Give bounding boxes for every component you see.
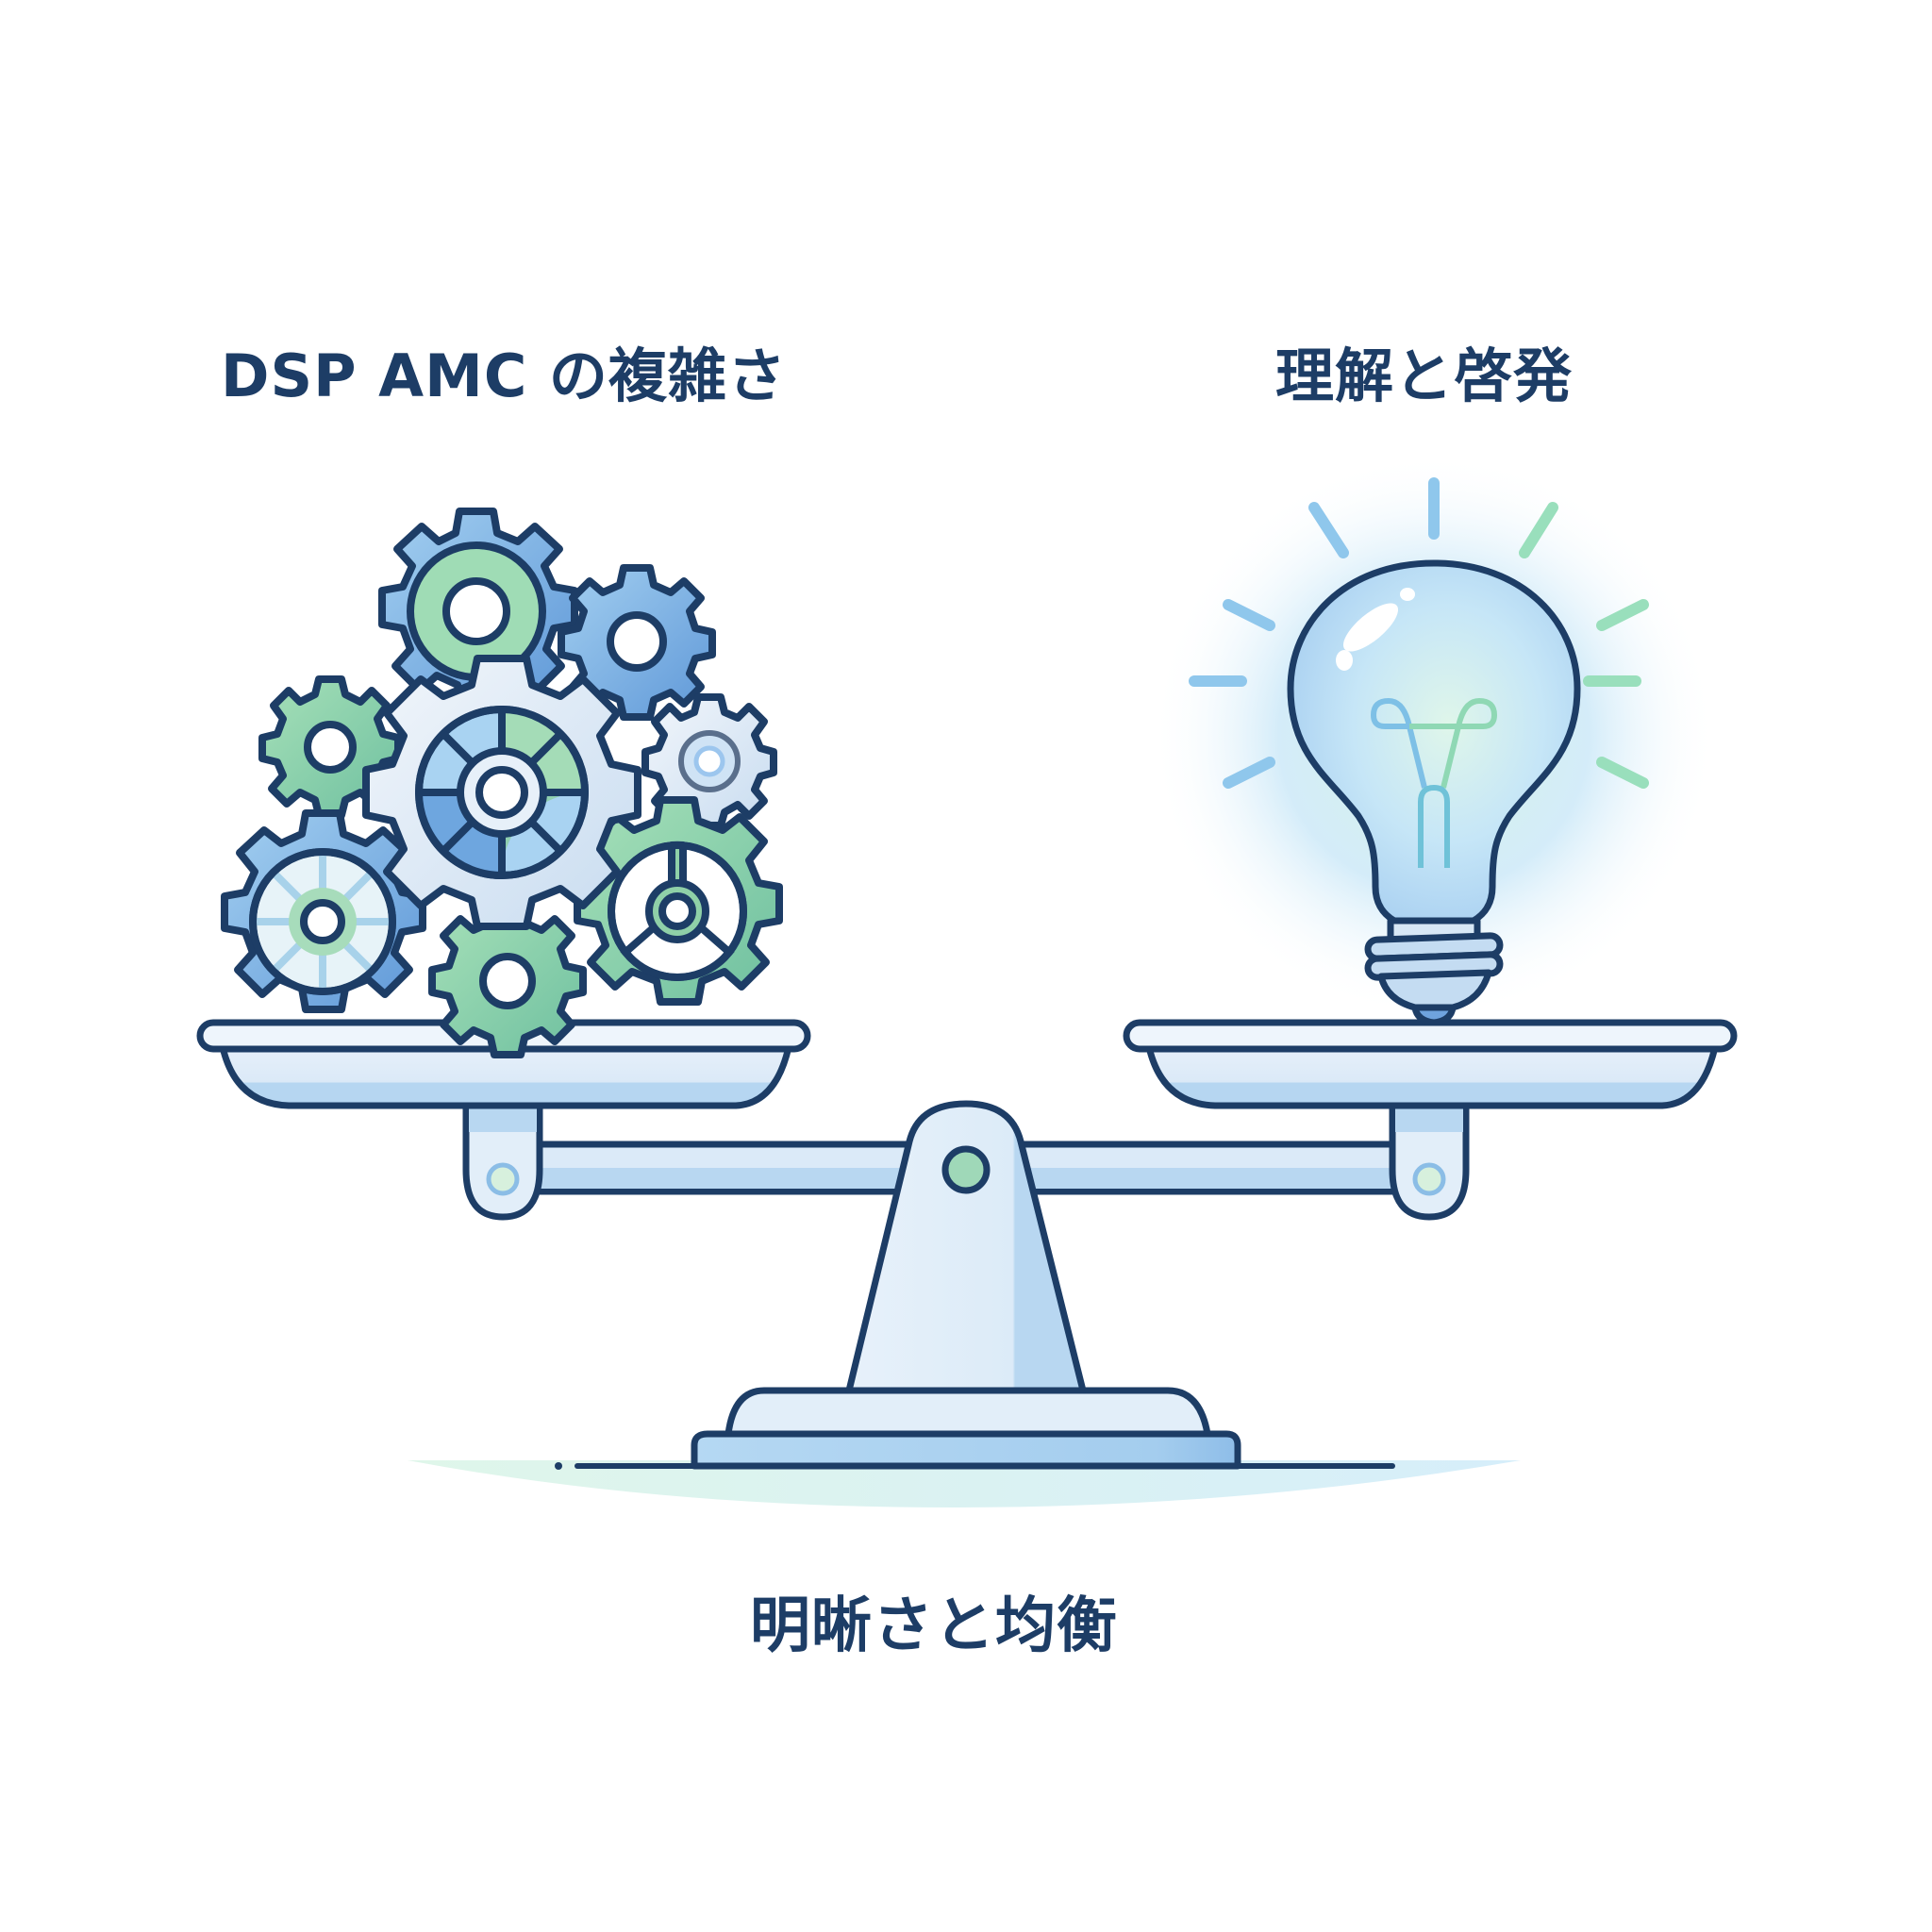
left-hanger — [462, 1100, 543, 1221]
gear-icon — [362, 655, 641, 930]
light-bulb-icon — [1287, 559, 1581, 1026]
ray-icon — [1596, 757, 1649, 789]
right-hanger — [1389, 1100, 1470, 1221]
ray-icon — [1519, 502, 1558, 558]
gear-icon — [221, 809, 426, 1013]
fulcrum-pivot — [941, 1145, 991, 1194]
ray-icon — [1596, 599, 1649, 631]
ray-icon — [1223, 757, 1275, 789]
scale-base — [691, 1387, 1241, 1470]
gear-icon — [641, 693, 777, 829]
gear-icon — [428, 902, 587, 1058]
gear-icon — [558, 564, 716, 721]
understanding-label: 理解と啓発 — [1275, 341, 1574, 410]
right-pan — [1123, 1019, 1738, 1109]
clarity-balance-caption: 明晰さと均衡 — [750, 1591, 1118, 1661]
complexity-label: DSP AMC の複雑さ — [221, 341, 787, 410]
ray-icon — [1223, 599, 1275, 631]
gears-cluster — [221, 508, 783, 1058]
ray-icon — [1308, 502, 1349, 558]
fulcrum-post — [845, 1100, 1087, 1394]
filament-icon — [1371, 698, 1497, 868]
gear-icon — [574, 796, 783, 1006]
light-rays — [1189, 477, 1649, 789]
